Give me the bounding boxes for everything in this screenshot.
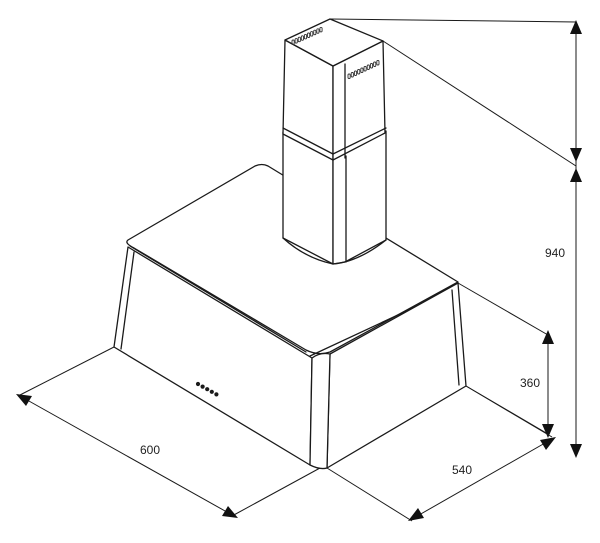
dimension-line-600 — [19, 395, 235, 517]
control-indicators — [195, 381, 219, 397]
dimension-label-540: 540 — [452, 463, 472, 477]
vent-slot — [300, 35, 304, 41]
vent-slot — [347, 73, 351, 79]
dimension-label-360: 360 — [520, 376, 540, 390]
control-indicator-dot — [200, 384, 205, 389]
chimney-vent-slots-right — [347, 60, 380, 79]
dimension-extension-360-top — [457, 282, 549, 336]
dimension-arrow-540-back — [540, 437, 556, 450]
vent-slot — [316, 28, 320, 34]
hood-corner-post — [309, 352, 331, 470]
vent-slot — [369, 63, 374, 69]
dimension-extension-600-left — [17, 346, 115, 397]
hood-front-inner-edge — [120, 251, 135, 350]
vent-slot — [313, 29, 317, 36]
control-indicator-dot — [214, 392, 219, 397]
chimney-joint-line — [282, 127, 387, 155]
dimension-label-940: 940 — [545, 246, 565, 260]
control-indicator-dot — [195, 381, 201, 387]
vent-slot — [310, 31, 314, 37]
height-reference-top — [329, 18, 577, 23]
vent-slot — [297, 36, 301, 43]
vent-slot — [294, 38, 298, 44]
vent-slot — [319, 26, 323, 33]
height-reference-chimney-diag — [382, 40, 577, 167]
dimension-arrow-940-mid-down — [570, 168, 582, 182]
vent-slot — [307, 32, 311, 38]
dimension-arrow-360-top — [542, 330, 554, 344]
dimension-arrow-540-front — [408, 508, 424, 521]
vent-slot — [360, 67, 364, 73]
dimension-arrow-940-bottom — [570, 444, 582, 458]
vent-slot — [357, 69, 361, 75]
vent-slot — [376, 60, 380, 66]
vent-slot — [366, 64, 370, 70]
vent-slot — [353, 70, 358, 76]
chimney-lower-bottom-edge — [282, 237, 387, 265]
dimension-extension-540-back — [465, 385, 553, 438]
dimension-arrow-940-mid-up — [570, 148, 582, 162]
chimney-vent-slots-left — [291, 26, 323, 45]
dimension-label-600: 600 — [140, 443, 160, 457]
dimension-arrow-600-left — [16, 394, 32, 406]
dimension-arrow-360-bottom — [542, 424, 554, 438]
vent-slot — [363, 66, 367, 72]
dimension-arrow-600-right — [222, 506, 238, 518]
vent-slot — [373, 61, 377, 67]
dimension-line-540 — [411, 438, 553, 520]
vent-slot — [303, 33, 308, 40]
dimension-extension-600-right — [231, 467, 321, 517]
dimension-extension-540-front — [326, 467, 413, 522]
hood-side-inner-edge — [451, 289, 460, 386]
vent-slot — [350, 72, 354, 78]
vent-slot — [291, 39, 295, 45]
control-indicator-dot — [205, 387, 210, 392]
dimension-arrow-940-top — [570, 20, 582, 34]
control-indicator-dot — [209, 389, 214, 394]
